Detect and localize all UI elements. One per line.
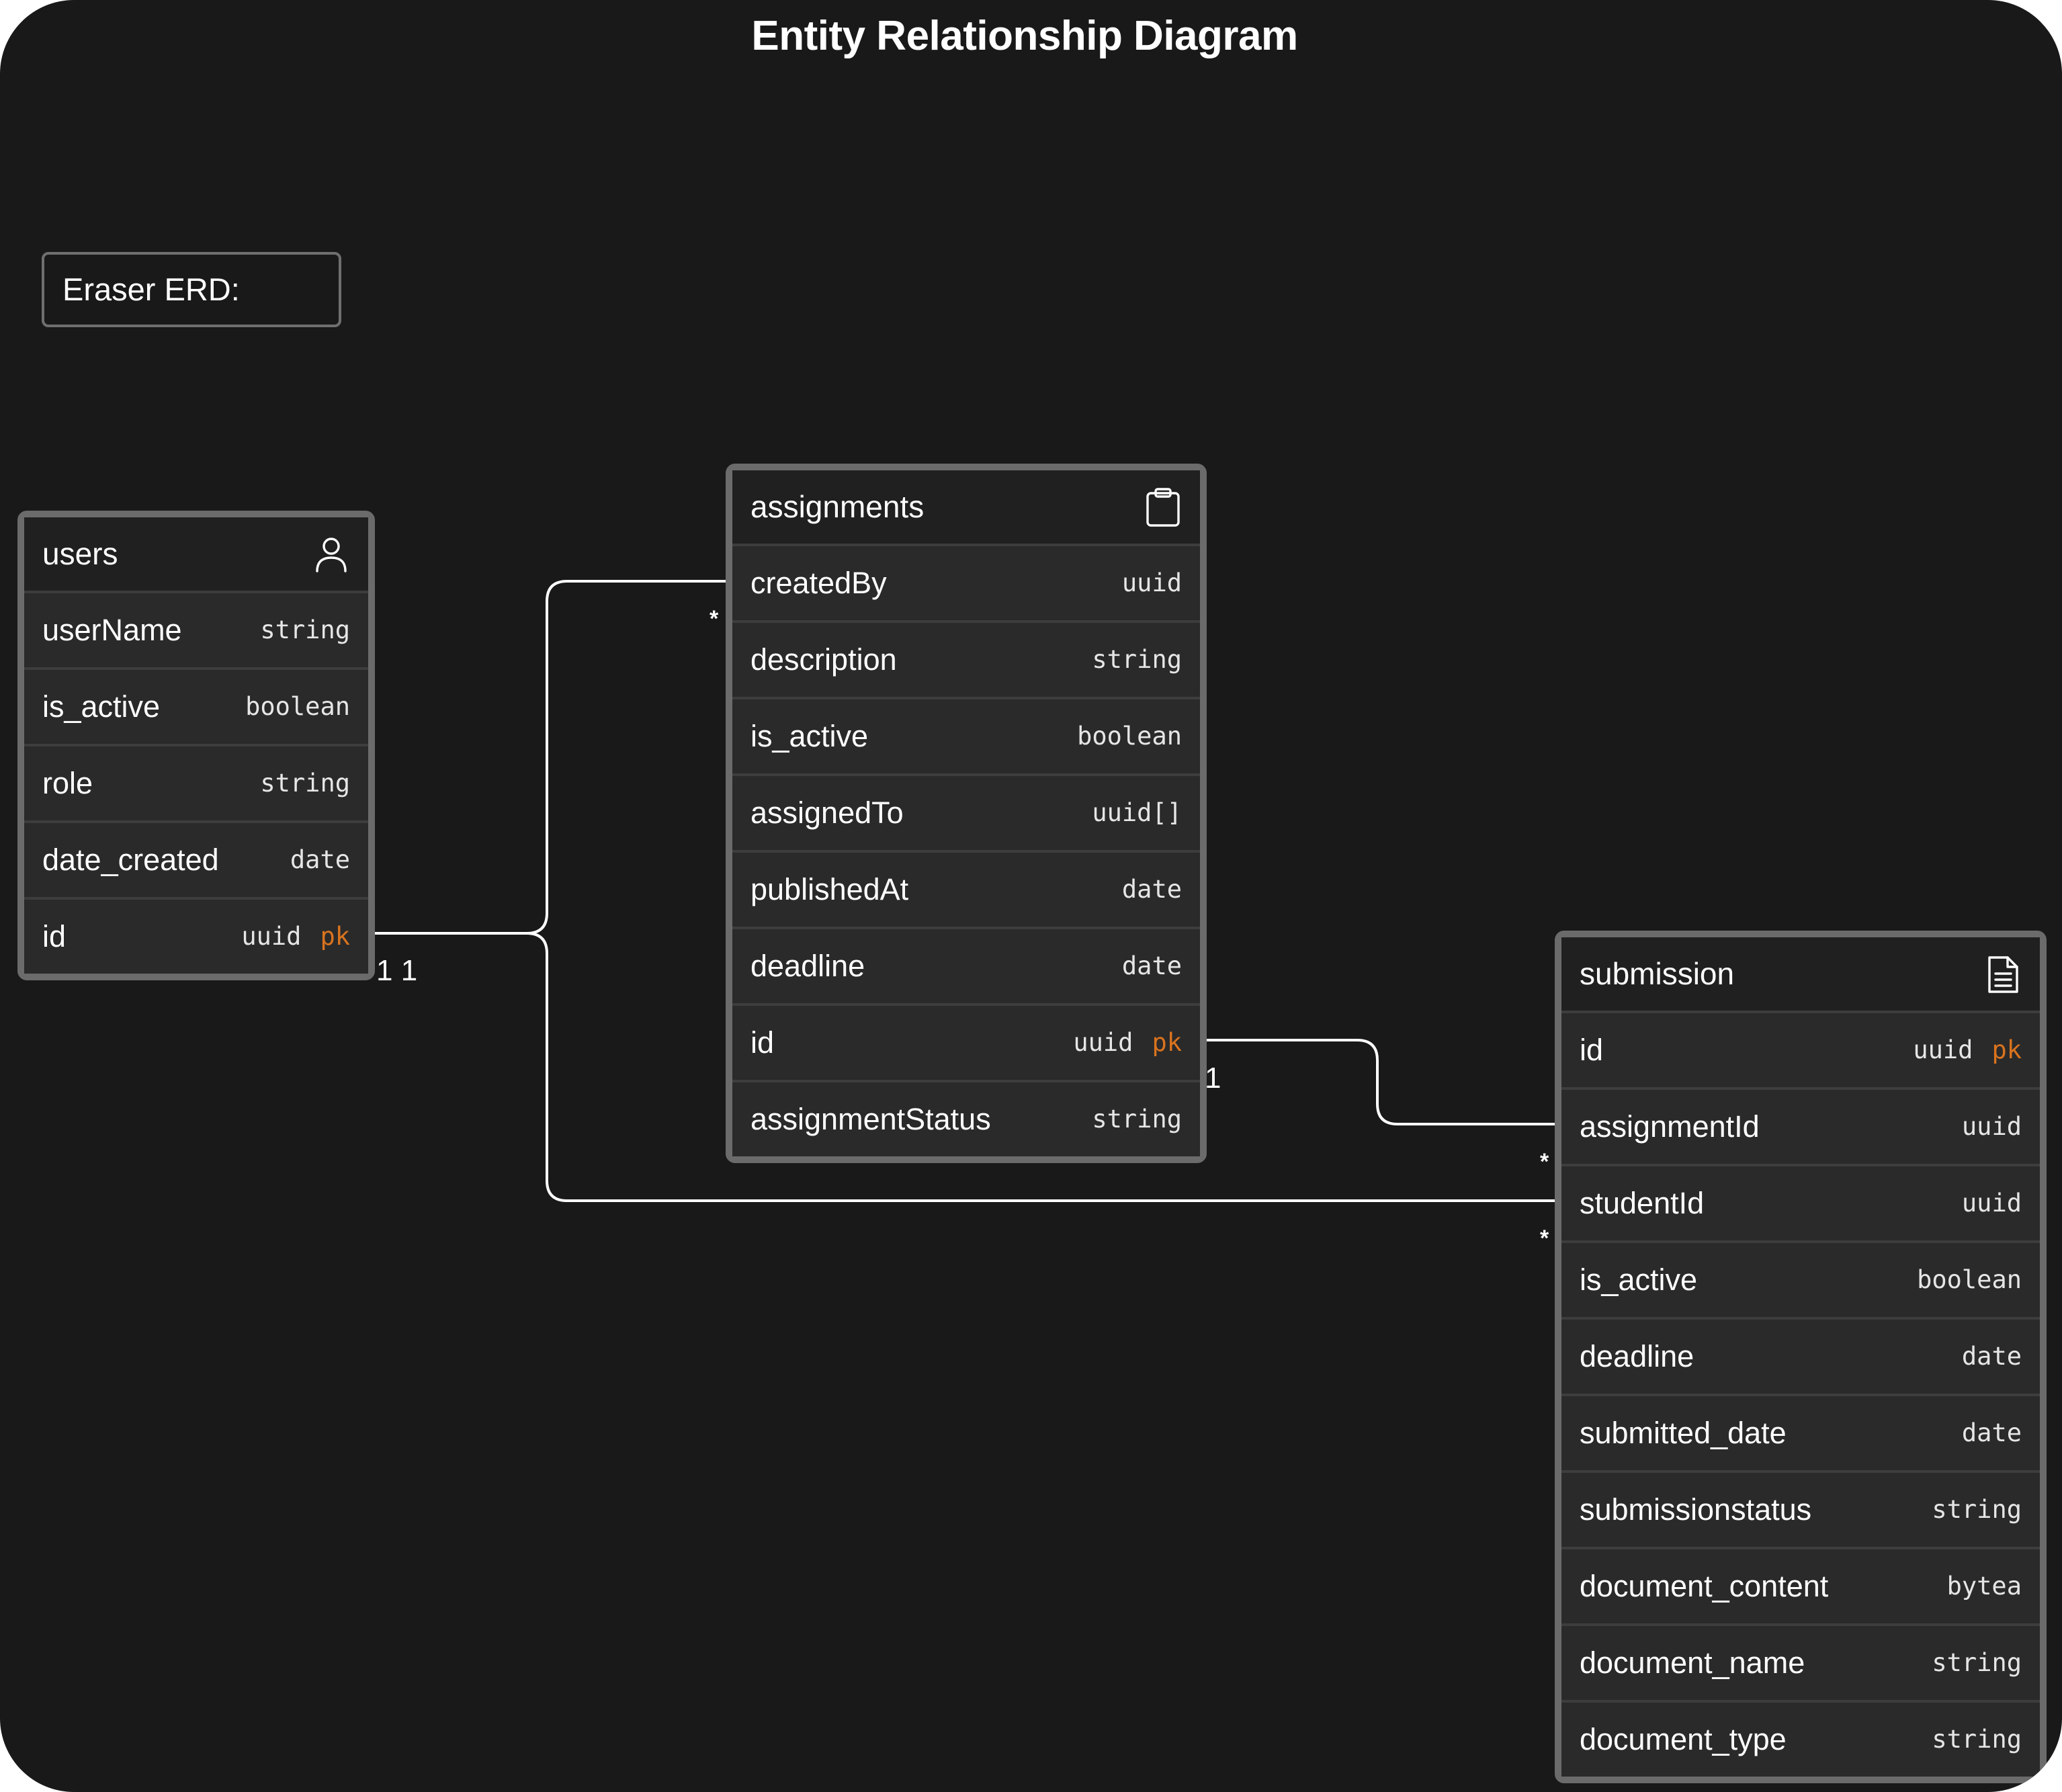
field-name: deadline: [1580, 1339, 1694, 1373]
field-name: deadline: [750, 949, 865, 983]
field-name: is_active: [750, 719, 869, 753]
field-name: document_name: [1580, 1646, 1805, 1680]
table-row[interactable]: submitted_date date: [1561, 1396, 2040, 1473]
field-type: string: [1092, 1105, 1182, 1134]
field-name: role: [42, 766, 93, 800]
field-name: is_active: [42, 689, 161, 724]
cardinality-users-id: 1 1: [376, 954, 418, 987]
cardinality-many-assignmentid: *: [1540, 1149, 1549, 1175]
diagram-title: Entity Relationship Diagram: [751, 13, 1298, 59]
field-name: submitted_date: [1580, 1416, 1787, 1450]
table-row[interactable]: submissionstatus string: [1561, 1473, 2040, 1549]
cardinality-many-createdby: *: [710, 606, 719, 632]
field-name: createdBy: [750, 566, 887, 600]
primary-key-badge: pk: [1152, 1028, 1182, 1057]
clipboard-icon: [1146, 488, 1180, 527]
field-type: date: [1961, 1418, 2022, 1447]
field-type: uuid: [1961, 1112, 2022, 1141]
primary-key-badge: pk: [1991, 1035, 2022, 1064]
field-type: string: [1932, 1648, 2022, 1677]
field-name: document_content: [1580, 1569, 1829, 1603]
table-row[interactable]: assignmentId uuid: [1561, 1090, 2040, 1166]
field-name: assignedTo: [750, 796, 904, 830]
field-name: date_created: [42, 843, 219, 877]
table-row[interactable]: assignmentStatus string: [732, 1082, 1200, 1156]
table-row[interactable]: deadline date: [1561, 1320, 2040, 1396]
table-row[interactable]: date_created date: [24, 823, 368, 900]
cardinality-many-studentid: *: [1540, 1226, 1549, 1251]
table-name: assignments: [750, 489, 925, 524]
user-icon: [316, 538, 347, 572]
table-row[interactable]: is_active boolean: [1561, 1243, 2040, 1320]
cardinality-assignments-id: 1: [1205, 1062, 1221, 1095]
field-type: bytea: [1946, 1572, 2022, 1601]
table-row[interactable]: document_content bytea: [1561, 1549, 2040, 1626]
field-name: is_active: [1580, 1263, 1698, 1297]
field-type: boolean: [245, 692, 350, 721]
table-header: assignments: [732, 470, 1200, 546]
table-row[interactable]: document_name string: [1561, 1626, 2040, 1703]
field-name: document_type: [1580, 1722, 1787, 1756]
users-table[interactable]: users userName string is_active boolean …: [17, 511, 375, 980]
primary-key-badge: pk: [320, 922, 350, 951]
field-type: uuid[]: [1092, 798, 1182, 827]
field-name: description: [750, 642, 897, 677]
field-type: boolean: [1077, 722, 1182, 751]
table-name: users: [42, 536, 118, 571]
relation-assignments-submission: [1187, 1039, 1567, 1125]
document-icon: [1988, 956, 2018, 993]
table-header: users: [24, 517, 368, 593]
field-type: date: [1121, 951, 1182, 980]
field-type: boolean: [1917, 1265, 2022, 1294]
field-type: uuid: [1121, 568, 1182, 597]
field-type: string: [1092, 645, 1182, 674]
table-row[interactable]: document_type string: [1561, 1703, 2040, 1777]
table-row[interactable]: description string: [732, 623, 1200, 699]
field-type: string: [260, 615, 350, 644]
eraser-erd-label: Eraser ERD:: [42, 252, 341, 327]
field-type: string: [260, 769, 350, 798]
table-row[interactable]: deadline date: [732, 929, 1200, 1006]
field-type: uuid: [1961, 1189, 2022, 1218]
field-name: studentId: [1580, 1186, 1705, 1220]
field-name: assignmentStatus: [750, 1102, 991, 1136]
table-row[interactable]: publishedAt date: [732, 853, 1200, 929]
table-row[interactable]: is_active boolean: [732, 699, 1200, 776]
field-type: string: [1932, 1495, 2022, 1524]
table-row[interactable]: userName string: [24, 593, 368, 670]
table-row[interactable]: assignedTo uuid[]: [732, 776, 1200, 853]
table-name: submission: [1580, 956, 1735, 991]
field-name: id: [1580, 1033, 1604, 1067]
field-name: userName: [42, 613, 182, 647]
field-name: id: [42, 919, 67, 953]
table-row[interactable]: is_active boolean: [24, 670, 368, 746]
table-row[interactable]: studentId uuid: [1561, 1166, 2040, 1243]
field-name: assignmentId: [1580, 1109, 1760, 1144]
field-type: string: [1932, 1725, 2022, 1754]
relation-users-assignments: [361, 580, 735, 935]
table-row[interactable]: createdBy uuid: [732, 546, 1200, 623]
field-type: date: [1121, 875, 1182, 904]
field-type: date: [290, 845, 350, 874]
field-name: submissionstatus: [1580, 1492, 1812, 1527]
field-name: publishedAt: [750, 872, 909, 906]
table-row[interactable]: role string: [24, 746, 368, 823]
field-type: date: [1961, 1342, 2022, 1371]
table-header: submission: [1561, 937, 2040, 1013]
assignments-table[interactable]: assignments createdBy uuid description s…: [726, 464, 1207, 1163]
field-name: id: [750, 1025, 775, 1060]
